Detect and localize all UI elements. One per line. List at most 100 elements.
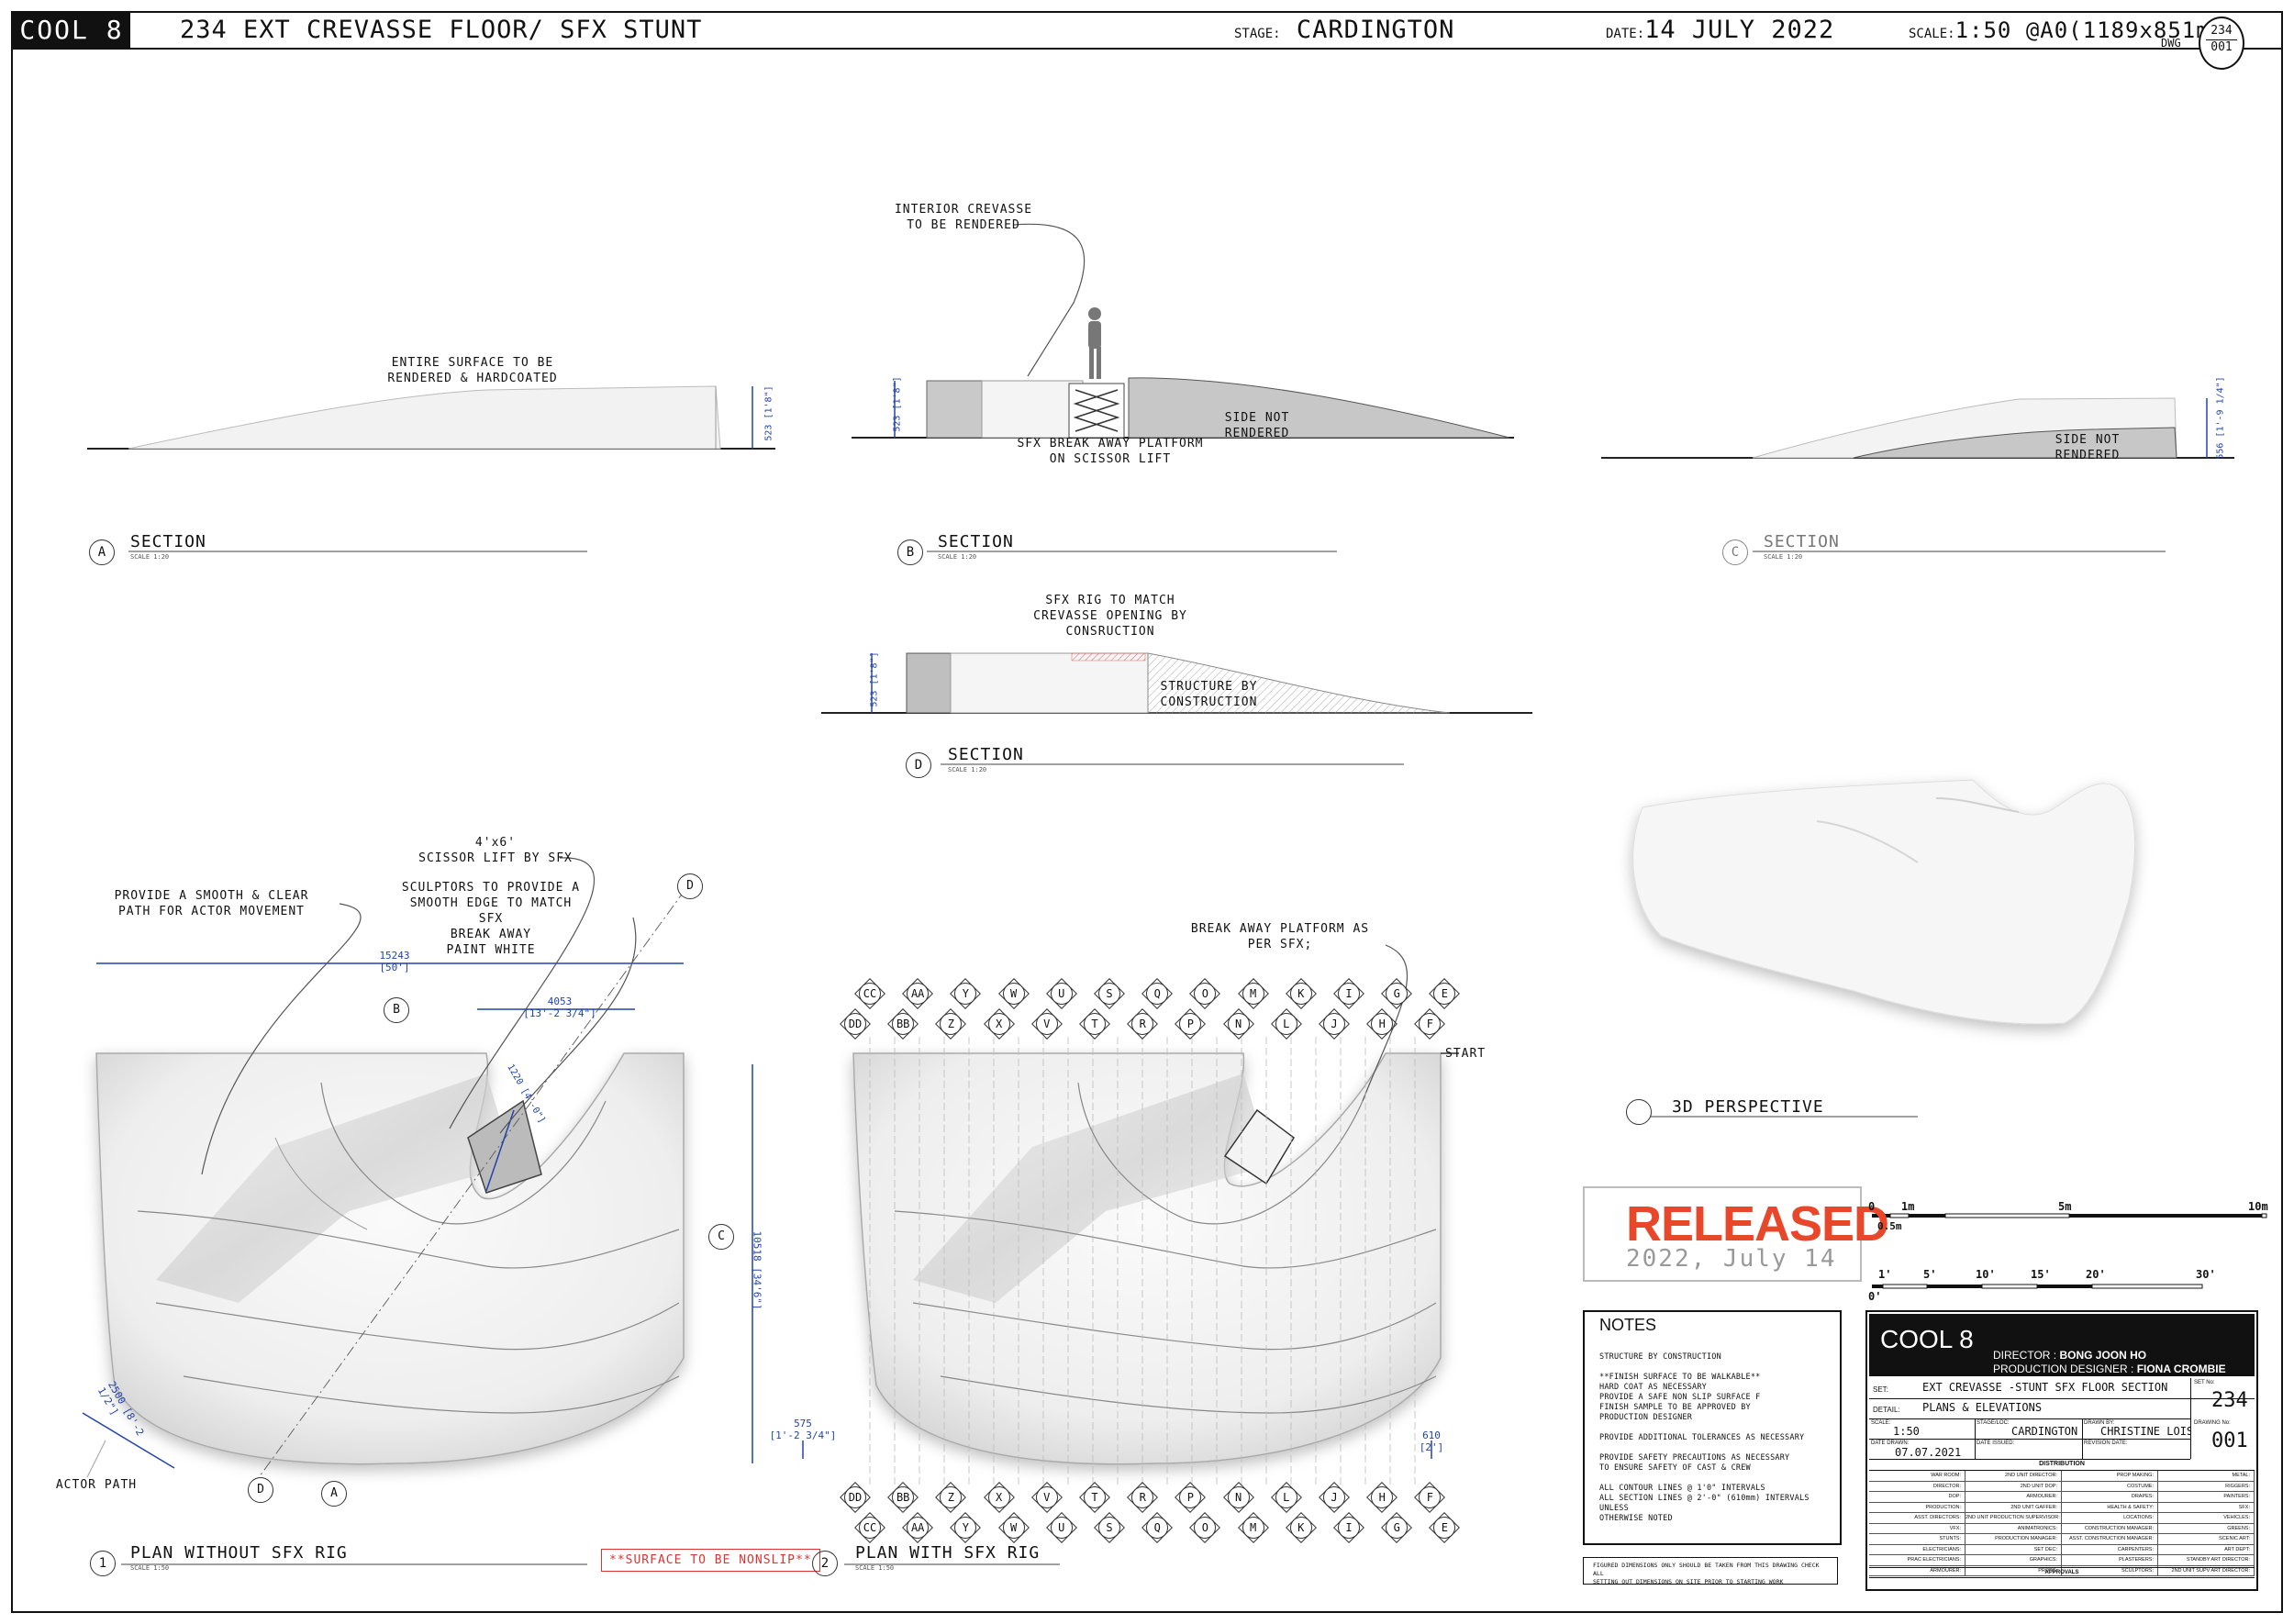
grid-bubble-label: I bbox=[1338, 983, 1360, 1005]
grid-bubble[interactable]: E bbox=[1429, 1512, 1461, 1543]
notes-footer: FIGURED DIMENSIONS ONLY SHOULD BE TAKEN … bbox=[1583, 1557, 1838, 1585]
grid-bubble[interactable]: I bbox=[1333, 978, 1364, 1009]
scale-f15: 15' bbox=[2031, 1268, 2051, 1281]
section-d-marker[interactable]: D bbox=[906, 752, 931, 778]
grid-bubble[interactable]: Y bbox=[950, 1512, 982, 1543]
notes-body: STRUCTURE BY CONSTRUCTION **FINISH SURFA… bbox=[1599, 1352, 1838, 1524]
grid-bubble[interactable]: T bbox=[1079, 1008, 1110, 1040]
grid-bubble[interactable]: I bbox=[1333, 1512, 1364, 1543]
grid-bubble[interactable]: N bbox=[1222, 1482, 1254, 1513]
note-line: FINISH SAMPLE TO BE APPROVED BY bbox=[1599, 1403, 1751, 1412]
plan1-marker-c[interactable]: C bbox=[708, 1224, 734, 1250]
grid-bubble[interactable]: CC bbox=[854, 978, 885, 1009]
date-field: DATE:14 JULY 2022 bbox=[1606, 13, 1834, 51]
grid-bubble[interactable]: DD bbox=[840, 1008, 871, 1040]
section-c-marker[interactable]: C bbox=[1722, 539, 1748, 565]
grid-bubble[interactable]: W bbox=[997, 1512, 1030, 1543]
tb-setno-label: SET No: bbox=[2194, 1380, 2215, 1385]
grid-bubble[interactable]: H bbox=[1366, 1482, 1398, 1513]
section-b-title: SECTION bbox=[938, 532, 1014, 551]
distribution-row: ARMOURER:PROPS:SCULPTORS:2ND UNIT SUPV A… bbox=[1869, 1565, 2255, 1576]
distribution-cell: PLASTERERS: bbox=[2062, 1555, 2158, 1565]
grid-bubble[interactable]: DD bbox=[840, 1482, 871, 1513]
grid-bubble[interactable]: Z bbox=[935, 1008, 967, 1040]
grid-bubble[interactable]: Q bbox=[1141, 1512, 1174, 1543]
grid-bubble[interactable]: S bbox=[1094, 1512, 1125, 1543]
grid-bubble[interactable]: R bbox=[1127, 1482, 1159, 1513]
plan1-marker-d-top[interactable]: D bbox=[677, 873, 703, 899]
grid-bubble[interactable]: V bbox=[1030, 1482, 1063, 1513]
grid-bubble[interactable]: T bbox=[1079, 1482, 1110, 1513]
tb-detail-label: DETAIL: bbox=[1873, 1406, 1900, 1414]
grid-bubble[interactable]: Q bbox=[1141, 978, 1174, 1009]
grid-bubble[interactable]: F bbox=[1414, 1008, 1446, 1040]
grid-bubble-label: P bbox=[1179, 1486, 1202, 1508]
grid-bubble[interactable]: E bbox=[1429, 978, 1461, 1009]
grid-bubble[interactable]: U bbox=[1045, 1512, 1077, 1543]
grid-bubble-label: M bbox=[1242, 983, 1264, 1005]
grid-bubble[interactable]: L bbox=[1270, 1482, 1302, 1513]
grid-bubble[interactable]: G bbox=[1381, 1512, 1413, 1543]
scale-f10: 10' bbox=[1976, 1268, 1996, 1281]
grid-bubble[interactable]: J bbox=[1319, 1482, 1350, 1513]
grid-bubble[interactable]: P bbox=[1175, 1008, 1207, 1040]
distribution-cell: DIRECTOR: bbox=[1869, 1481, 1965, 1491]
grid-bubble[interactable]: CC bbox=[854, 1512, 885, 1543]
grid-bubble[interactable]: Y bbox=[950, 978, 982, 1009]
grid-bubble-label: J bbox=[1323, 1013, 1345, 1035]
grid-bubble[interactable]: L bbox=[1270, 1008, 1302, 1040]
grid-bubble[interactable]: O bbox=[1189, 978, 1221, 1009]
section-a-marker[interactable]: A bbox=[89, 539, 115, 565]
grid-bubble[interactable]: BB bbox=[887, 1482, 919, 1513]
grid-bubble-label: CC bbox=[859, 983, 881, 1005]
grid-bubble-label: U bbox=[1050, 983, 1073, 1005]
tb-project: COOL 8 bbox=[1880, 1325, 1974, 1353]
grid-bubble[interactable]: AA bbox=[902, 978, 934, 1009]
plan2-left-dim: 575[1'-2 3/4"] bbox=[766, 1418, 840, 1441]
grid-bubble[interactable]: H bbox=[1366, 1008, 1398, 1040]
grid-bubble[interactable]: AA bbox=[902, 1512, 934, 1543]
grid-bubble[interactable]: Z bbox=[935, 1482, 967, 1513]
grid-bubble[interactable]: X bbox=[983, 1008, 1015, 1040]
plan2-marker[interactable]: 2 bbox=[812, 1551, 838, 1576]
tb-date-drawn-value: 07.07.2021 bbox=[1895, 1446, 1962, 1459]
distribution-cell: CONSTRUCTION MANAGER: bbox=[2062, 1523, 2158, 1533]
grid-bubble-label: W bbox=[1002, 983, 1025, 1005]
grid-bubble[interactable]: K bbox=[1285, 1512, 1317, 1543]
grid-bubble[interactable]: O bbox=[1189, 1512, 1221, 1543]
distribution-row: DOP:ARMOURER:DRAPES:PAINTERS: bbox=[1869, 1492, 2255, 1503]
grid-bubble[interactable]: X bbox=[983, 1482, 1015, 1513]
grid-bubble[interactable]: F bbox=[1414, 1482, 1446, 1513]
plan1-marker-b[interactable]: B bbox=[384, 997, 409, 1023]
grid-bubble[interactable]: R bbox=[1127, 1008, 1159, 1040]
plan1-marker-d-bottom[interactable]: D bbox=[248, 1477, 273, 1503]
grid-bubble-label: Y bbox=[954, 1517, 977, 1539]
note-line: PROVIDE SAFETY PRECAUTIONS AS NECESSARY bbox=[1599, 1453, 1790, 1463]
grid-bubble[interactable]: P bbox=[1175, 1482, 1207, 1513]
section-b-marker[interactable]: B bbox=[897, 539, 923, 565]
grid-bubble[interactable]: U bbox=[1045, 978, 1077, 1009]
grid-bubble-label: K bbox=[1289, 983, 1312, 1005]
grid-bubble[interactable]: M bbox=[1237, 1512, 1269, 1543]
plan1-marker[interactable]: 1 bbox=[90, 1551, 116, 1576]
grid-bubble[interactable]: W bbox=[997, 978, 1030, 1009]
tb-director-value: BONG JOON HO bbox=[2059, 1349, 2147, 1362]
scale-field: SCALE:1:50 @A0(1189x851mm) bbox=[1909, 13, 2239, 51]
grid-bubble[interactable]: G bbox=[1381, 978, 1413, 1009]
plan1-marker-a[interactable]: A bbox=[321, 1481, 347, 1507]
dim-value-imperial: [1'8"] bbox=[892, 376, 903, 410]
grid-bubble[interactable]: BB bbox=[887, 1008, 919, 1040]
grid-bubble[interactable]: S bbox=[1094, 978, 1125, 1009]
grid-bubble[interactable]: N bbox=[1222, 1008, 1254, 1040]
tb-stage-label: STAGE/LOC: bbox=[1977, 1420, 2010, 1426]
plan-1-drawing bbox=[82, 857, 753, 1487]
grid-bubble[interactable]: M bbox=[1237, 978, 1269, 1009]
grid-bubble[interactable]: J bbox=[1319, 1008, 1350, 1040]
tb-drawn-label: DRAWN BY: bbox=[2084, 1420, 2115, 1426]
section-b-side-note: SIDE NOT RENDERED bbox=[1224, 411, 1290, 440]
grid-bubble[interactable]: K bbox=[1285, 978, 1317, 1009]
grid-bubble-label: DD bbox=[844, 1486, 866, 1508]
section-a-note: ENTIRE SURFACE TO BE RENDERED & HARDCOAT… bbox=[381, 355, 564, 386]
grid-bubble-label: S bbox=[1098, 983, 1120, 1005]
grid-bubble[interactable]: V bbox=[1030, 1008, 1063, 1040]
